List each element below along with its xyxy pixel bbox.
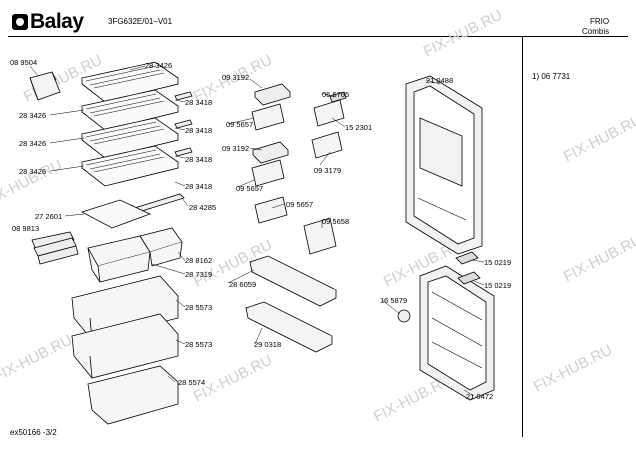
- part-label: 21 0472: [466, 392, 494, 401]
- part-label: 28 8162: [185, 256, 213, 265]
- part-label: 28 3418: [185, 98, 213, 107]
- brand-logo-icon: [12, 14, 28, 30]
- dairy-container-part: [29, 71, 61, 101]
- egg-holder-part: [252, 83, 291, 164]
- part-label: 28 3426: [19, 167, 47, 176]
- part-label: 06 6765: [322, 90, 350, 99]
- handle-part: [455, 251, 481, 285]
- part-label: 28 3426: [19, 139, 47, 148]
- drawer-part: [71, 313, 179, 379]
- part-label: 09 3192: [222, 73, 250, 82]
- part-label: 09 5657: [226, 120, 254, 129]
- part-label: 08 9504: [10, 58, 38, 67]
- model-number: 3FG632E/01–V01: [108, 17, 173, 26]
- drawing-code: ex50166 -3/2: [10, 428, 57, 437]
- fridge-door-part: [405, 75, 483, 255]
- category-title: FRIO: [590, 17, 610, 26]
- part-label: 16 5879: [380, 296, 408, 305]
- side-column-divider: [522, 37, 523, 437]
- category-subtitle: Combis: [582, 27, 610, 36]
- part-label: 28 3418: [185, 155, 213, 164]
- crisper-box-part: [87, 227, 183, 283]
- brand-name: Balay: [30, 10, 84, 33]
- part-label: 09 5658: [322, 217, 350, 226]
- leader-lines: [29, 65, 485, 397]
- part-label: 28 3418: [185, 182, 213, 191]
- freezer-drawer-part: [87, 365, 179, 425]
- part-label: 28 5573: [185, 303, 213, 312]
- part-label: 15 0219: [484, 258, 512, 267]
- clip-part: [329, 91, 347, 103]
- part-label: 08 9813: [12, 224, 40, 233]
- part-label: 15 2301: [345, 123, 373, 132]
- brand-logo: Balay: [12, 10, 84, 34]
- part-label: 21 0488: [426, 76, 454, 85]
- part-label: 28 5573: [185, 340, 213, 349]
- side-note: 1) 06 7731: [532, 72, 571, 81]
- door-shelf-part: [244, 255, 337, 353]
- part-label: 09 3192: [222, 144, 250, 153]
- part-label: 28 6059: [229, 280, 257, 289]
- glass-shelf-part: [81, 61, 179, 103]
- part-label: 09 5657: [286, 200, 314, 209]
- part-label: 09 3179: [314, 166, 342, 175]
- glass-plate-part: [80, 199, 152, 229]
- part-label: 28 3426: [19, 111, 47, 120]
- part-label: 29 0318: [254, 340, 282, 349]
- part-label: 15 0219: [484, 281, 512, 290]
- hinge-part: [397, 309, 411, 323]
- door-bin-part: [251, 99, 345, 255]
- shelf-trim-part: [127, 91, 193, 215]
- header-divider: [8, 36, 628, 37]
- egg-tray-part: [31, 231, 79, 265]
- part-label: 28 7319: [185, 270, 213, 279]
- part-label: 09 5657: [236, 184, 264, 193]
- part-label: 28 5574: [178, 378, 206, 387]
- part-label: 28 4285: [189, 203, 217, 212]
- glass-shelf-part: [81, 89, 179, 131]
- part-label: 27 2601: [35, 212, 63, 221]
- freezer-door-part: [419, 265, 495, 401]
- part-label: 28 3426: [145, 61, 173, 70]
- glass-shelf-part: [81, 145, 179, 187]
- part-label: 28 3418: [185, 126, 213, 135]
